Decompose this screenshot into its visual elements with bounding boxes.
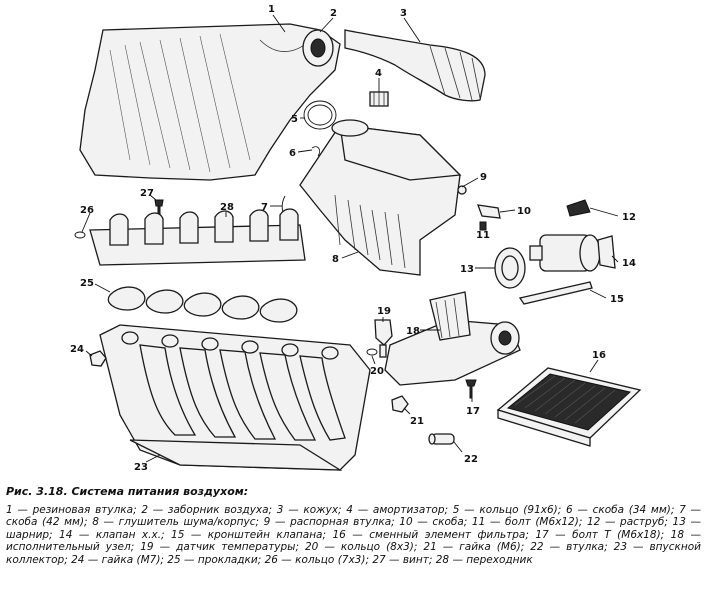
callout-11: 11	[476, 230, 490, 241]
damper-block	[369, 91, 389, 107]
callout-12: 12	[622, 212, 636, 223]
valve-bracket	[518, 281, 593, 305]
nut-m7	[89, 350, 107, 367]
callout-25: 25	[80, 278, 94, 289]
spacer-sleeve	[457, 185, 467, 195]
callout-23: 23	[134, 462, 148, 473]
callout-1: 1	[268, 4, 275, 15]
silencer-housing	[299, 119, 462, 276]
temperature-sensor	[374, 319, 393, 358]
bracket	[477, 204, 501, 219]
figure-title: Рис. 3.18. Система питания воздухом:	[6, 485, 249, 498]
callout-5: 5	[291, 114, 298, 125]
callout-7: 7	[261, 202, 268, 213]
callout-9: 9	[480, 172, 487, 183]
callout-2: 2	[330, 8, 337, 19]
figure-legend: 1 — резиновая втулка; 2 — заборник возду…	[6, 503, 701, 566]
callout-14: 14	[622, 258, 636, 269]
idle-valve-assembly	[494, 234, 616, 289]
callout-labels: 1 2 3 4 5 6 7 8 9 10 11 12 13 14 15 16 1…	[70, 4, 636, 473]
screw	[154, 199, 164, 215]
bellmouth	[566, 199, 591, 217]
leader-lines	[81, 14, 619, 463]
air-intake-cover	[79, 23, 341, 181]
callout-17: 17	[466, 406, 480, 417]
callout-27: 27	[140, 188, 154, 199]
bushing	[428, 433, 455, 445]
callout-24: 24	[70, 344, 84, 355]
callout-4: 4	[375, 68, 382, 79]
callout-21: 21	[410, 416, 424, 427]
callout-16: 16	[592, 350, 606, 361]
clip-34mm	[311, 146, 321, 157]
filter-element	[496, 367, 642, 447]
callout-18: 18	[406, 326, 420, 337]
callout-26: 26	[80, 205, 94, 216]
exploded-diagram: 1 2 3 4 5 6 7 8 9 10 11 12 13 14 15 16 1…	[70, 4, 642, 473]
callout-6: 6	[289, 148, 296, 159]
callout-20: 20	[370, 366, 384, 377]
adapter	[89, 208, 306, 266]
callout-8: 8	[332, 254, 339, 265]
air-hose	[344, 29, 486, 102]
ring-8x3	[366, 348, 378, 356]
actuator-unit	[384, 291, 521, 386]
gaskets	[107, 286, 298, 323]
callout-15: 15	[610, 294, 624, 305]
callout-19: 19	[377, 306, 391, 317]
ring-7x3	[74, 231, 86, 239]
callout-28: 28	[220, 202, 234, 213]
callout-22: 22	[464, 454, 478, 465]
intake-manifold	[99, 324, 371, 471]
callout-13: 13	[460, 264, 474, 275]
ring-91x6	[303, 100, 337, 130]
bolt-m6x12	[479, 221, 487, 231]
callout-10: 10	[517, 206, 531, 217]
figure-caption: Рис. 3.18. Система питания воздухом: 1 —…	[6, 485, 701, 567]
t-bolt	[465, 379, 477, 399]
callout-3: 3	[400, 8, 407, 19]
